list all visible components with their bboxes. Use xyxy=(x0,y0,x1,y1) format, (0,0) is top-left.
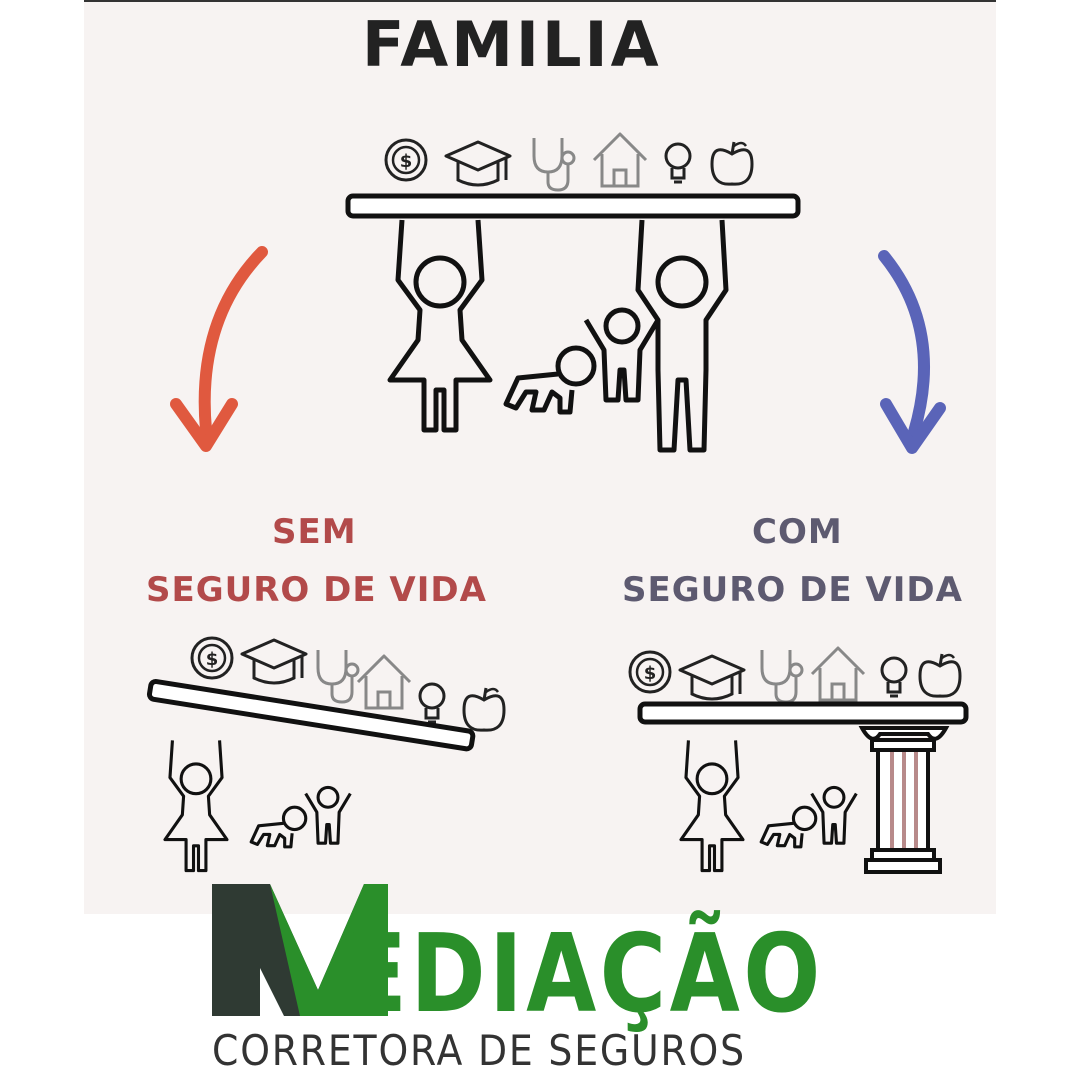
top-shelf xyxy=(345,193,801,219)
brand-name: MEDIAÇÃO xyxy=(345,912,824,1037)
left-woman xyxy=(163,738,229,873)
right-woman xyxy=(679,738,745,873)
brand-word-text: EDIAÇÃO xyxy=(345,912,824,1037)
brand-logo-icon xyxy=(212,884,388,1016)
top-baby xyxy=(506,348,594,412)
right-heading-line2: SEGURO DE VIDA xyxy=(622,570,963,610)
left-baby xyxy=(249,805,308,849)
blue-arrow-head xyxy=(880,398,946,454)
left-heading-line2: SEGURO DE VIDA xyxy=(146,570,487,610)
red-arrow-head xyxy=(170,398,238,452)
top-icons xyxy=(384,132,754,192)
top-child xyxy=(586,310,658,400)
left-shelf-tilted xyxy=(146,679,476,752)
column-icon xyxy=(858,726,950,874)
page-title: FAMILIA xyxy=(362,8,662,81)
brand-subtitle: CORRETORA DE SEGUROS xyxy=(212,1026,746,1075)
right-child xyxy=(810,785,858,845)
right-baby xyxy=(759,805,818,849)
blue-arrow xyxy=(878,250,930,438)
left-heading-line1: SEM xyxy=(272,512,357,552)
top-woman xyxy=(390,220,490,430)
right-icons xyxy=(628,646,962,704)
illustration-panel xyxy=(84,0,996,914)
right-shelf xyxy=(637,701,969,725)
left-child xyxy=(304,785,352,845)
red-arrow xyxy=(198,246,268,436)
right-heading-line1: COM xyxy=(752,512,843,552)
